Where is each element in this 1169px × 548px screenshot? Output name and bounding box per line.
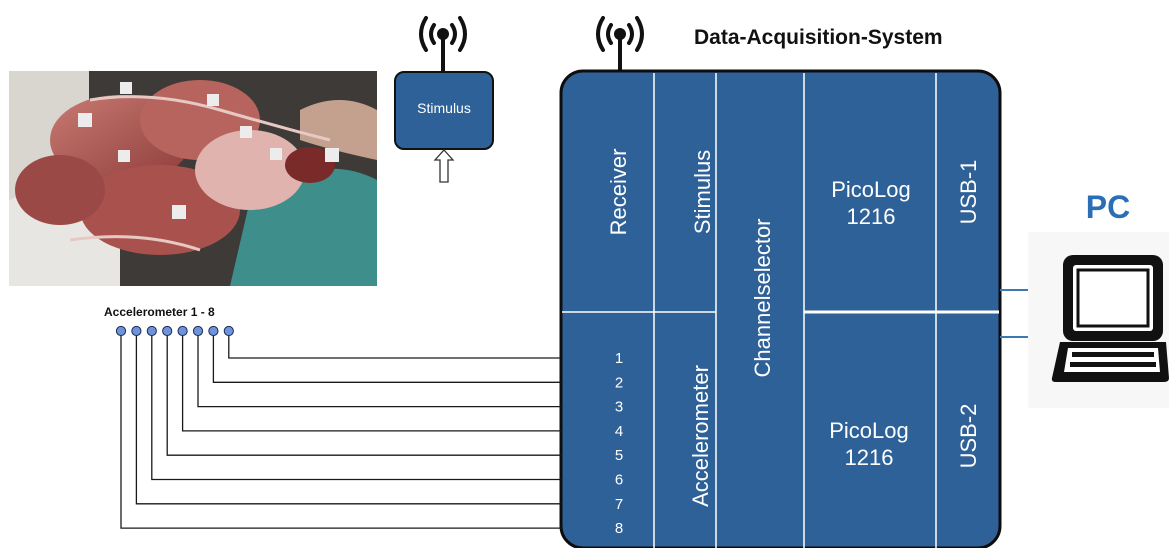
receiver-label: Receiver	[606, 149, 631, 236]
picolog-top-line1: PicoLog	[831, 177, 911, 202]
channel-number: 5	[615, 447, 623, 464]
accelerometer-wire	[166, 336, 561, 456]
stimulus-box: Stimulus	[394, 71, 494, 150]
accelerometer-wire	[212, 336, 561, 383]
picolog-bottom-line1: PicoLog	[829, 418, 909, 443]
stimulus-box-label: Stimulus	[417, 100, 471, 116]
sensor-pad	[325, 148, 339, 162]
channelselector-label: Channelselector	[750, 219, 775, 378]
accelerometer-group-label: Accelerometer 1 - 8	[104, 305, 215, 319]
accelerometer-wires	[120, 336, 561, 529]
channel-number: 8	[615, 520, 623, 537]
usb1-label: USB-1	[956, 160, 981, 225]
accelerometer-wire	[197, 336, 561, 408]
picolog-top-line2: 1216	[847, 204, 896, 229]
sensor-pad	[118, 150, 130, 162]
channel-number: 6	[615, 472, 623, 489]
accelerometer-node	[131, 325, 142, 337]
pc-label: PC	[1086, 189, 1130, 225]
accelerometer-node	[223, 325, 234, 337]
accelerometer-wire	[120, 336, 561, 529]
picolog-bottom-line2: 1216	[845, 445, 894, 470]
accelerometer-node	[208, 325, 219, 337]
channel-number: 3	[615, 399, 623, 416]
antenna-icon	[596, 16, 644, 74]
channel-number: 7	[615, 496, 623, 513]
accelerometer-node	[192, 325, 204, 337]
accelerometer-wire	[151, 336, 561, 481]
sensor-pad	[240, 126, 252, 138]
accelerometer-wire	[181, 336, 561, 432]
accelerometer-node	[177, 325, 188, 337]
channel-number: 2	[615, 374, 623, 391]
usb2-label: USB-2	[956, 404, 981, 469]
sensor-pad	[78, 113, 92, 127]
accelerometer-node	[115, 325, 127, 337]
channel-number: 1	[615, 350, 623, 367]
laptop-icon	[1051, 255, 1169, 382]
accelerometer-channel-label: Accelerometer	[688, 365, 713, 507]
system-title: Data-Acquisition-System	[694, 26, 943, 49]
up-arrow-icon	[433, 149, 455, 183]
accelerometer-wire	[135, 336, 561, 505]
stimulus-channel-label: Stimulus	[690, 150, 715, 234]
accelerometer-node	[146, 325, 157, 337]
accelerometer-node	[162, 325, 173, 337]
accelerometer-nodes	[115, 325, 234, 337]
sensor-pad	[172, 205, 186, 219]
sensor-pad	[120, 82, 132, 94]
antenna-icon	[419, 16, 467, 74]
sensor-pad	[207, 94, 219, 106]
data-acquisition-box	[559, 69, 1002, 548]
channel-number-list: 1 2 3 4 5 6 7 8	[615, 350, 623, 537]
channel-number: 4	[615, 423, 623, 440]
accelerometer-wire	[228, 336, 561, 359]
surgical-photo	[9, 71, 377, 286]
sensor-pad	[270, 148, 282, 160]
